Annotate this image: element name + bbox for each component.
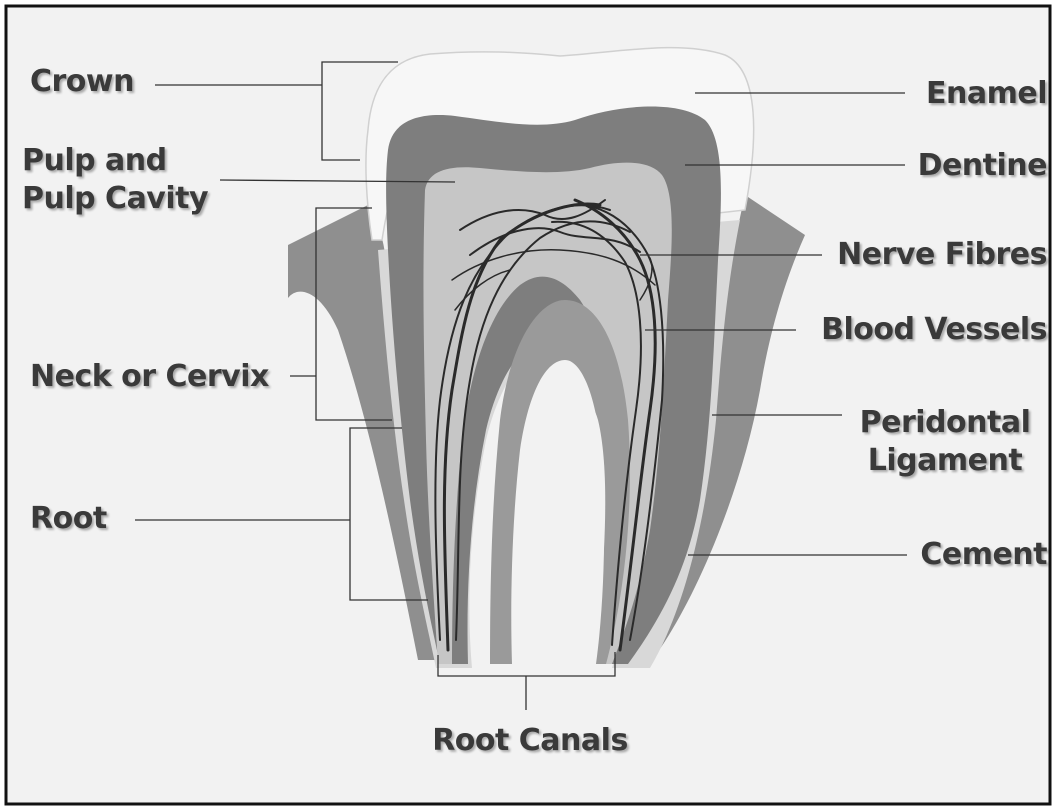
blood-vessels-label: Blood Vessels (821, 311, 1047, 349)
nerve-fibres-label: Nerve Fibres (837, 236, 1047, 274)
root-canals-text: Root Canals (420, 722, 640, 760)
blood-vessels-text: Blood Vessels (821, 311, 1047, 349)
dentine-label: Dentine (918, 147, 1047, 185)
neck-label: Neck or Cervix (30, 358, 269, 396)
periodontal-label: Peridontal Ligament (845, 404, 1045, 480)
neck-text: Neck or Cervix (30, 358, 269, 396)
pulp-label: Pulp and Pulp Cavity (22, 142, 208, 218)
root-canals-label: Root Canals (420, 722, 640, 760)
cement-label: Cement (920, 536, 1047, 574)
cement-text: Cement (920, 536, 1047, 574)
root-label: Root (30, 500, 107, 538)
crown-label: Crown (30, 63, 134, 101)
dentine-text: Dentine (918, 147, 1047, 185)
pulp-text-line2: Pulp Cavity (22, 180, 208, 218)
periodontal-text-line1: Peridontal (845, 404, 1045, 442)
pulp-text-line1: Pulp and (22, 142, 208, 180)
crown-text: Crown (30, 63, 134, 101)
nerve-fibres-text: Nerve Fibres (837, 236, 1047, 274)
root-text: Root (30, 500, 107, 538)
enamel-text: Enamel (926, 75, 1047, 113)
enamel-label: Enamel (926, 75, 1047, 113)
periodontal-text-line2: Ligament (845, 442, 1045, 480)
